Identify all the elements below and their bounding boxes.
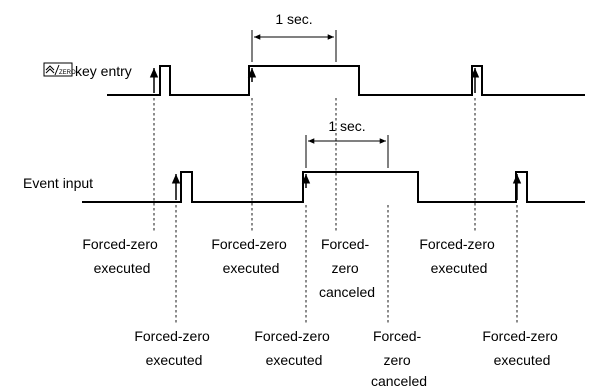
row1-annotation-1: Forced-zero executed: [82, 236, 161, 276]
row2-annotation-4: Forced-zero executed: [482, 328, 561, 368]
bottom-interval: 1 sec.: [305, 118, 389, 168]
event-input-edge-arrows: [171, 174, 522, 200]
row1-annotation-3: Forced- zero canceled: [319, 236, 375, 300]
top-interval-label: 1 sec.: [275, 11, 312, 27]
key-icon-text: ZERO: [59, 70, 76, 76]
row2-guide-lines: [175, 205, 518, 325]
zero-key-icon: ZERO: [43, 62, 76, 77]
row1-guide-lines: [153, 98, 476, 232]
row1-annotations: Forced-zero executed Forced-zero execute…: [82, 236, 498, 300]
row2-annotations: Forced-zero executed Forced-zero execute…: [134, 328, 561, 389]
row1-annotation-2: Forced-zero executed: [211, 236, 290, 276]
key-entry-waveform: [107, 65, 585, 96]
bottom-interval-label: 1 sec.: [328, 118, 365, 134]
row1-annotation-4: Forced-zero executed: [419, 236, 498, 276]
key-entry-edge-arrows: [149, 68, 480, 93]
row2-annotation-2: Forced-zero executed: [254, 328, 333, 368]
key-entry-label: key entry: [75, 63, 132, 79]
event-input-label: Event input: [23, 175, 93, 191]
top-interval: 1 sec.: [251, 11, 337, 62]
event-input-waveform: [82, 171, 585, 203]
row2-annotation-3: Forced- zero canceled: [371, 328, 427, 389]
row2-annotation-1: Forced-zero executed: [134, 328, 213, 368]
